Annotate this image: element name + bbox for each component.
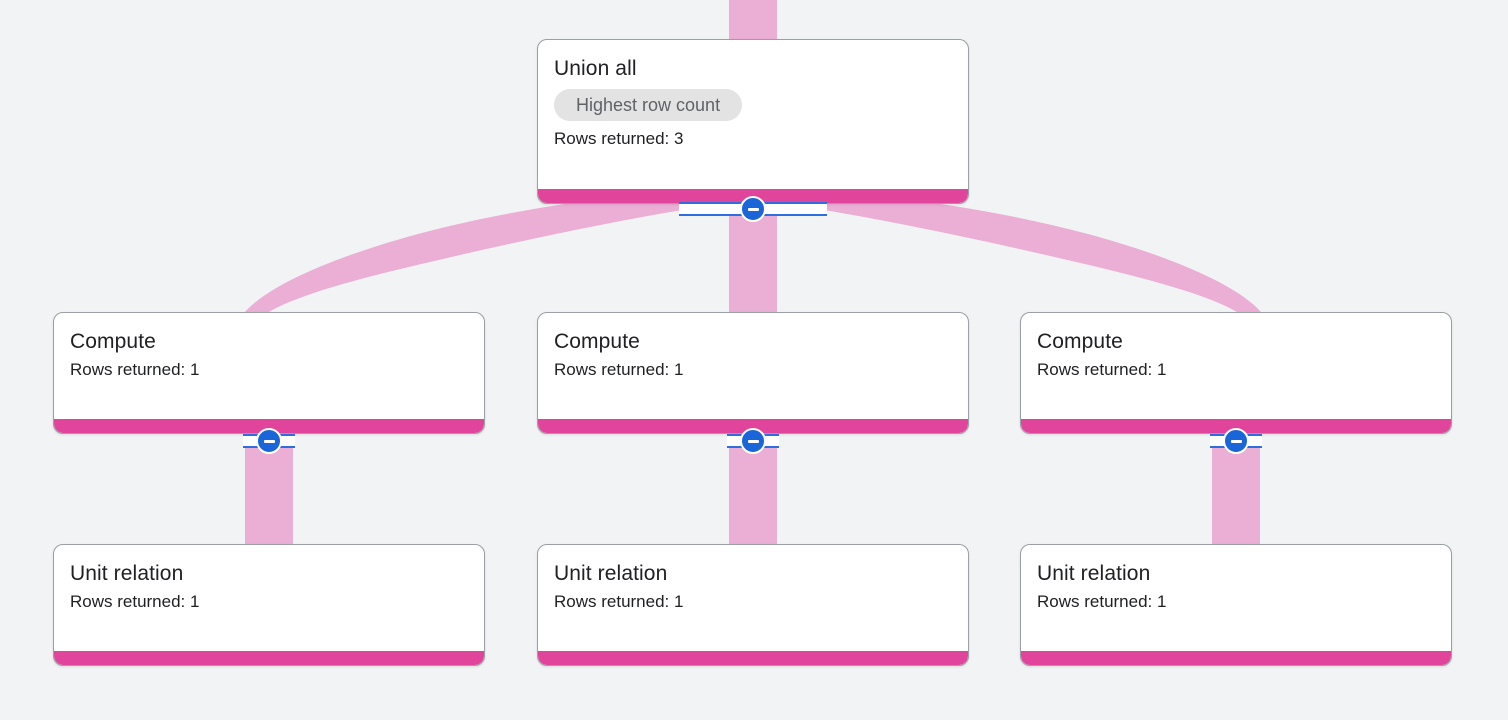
node-title: Compute [70,330,156,353]
node-compute-right[interactable]: Compute Rows returned: 1 [1020,312,1452,434]
node-unit-relation-left[interactable]: Unit relation Rows returned: 1 [53,544,485,666]
node-title: Union all [554,57,637,80]
node-status-bar [1021,419,1451,433]
minus-glyph [263,439,275,443]
minus-glyph [747,207,759,211]
node-title: Unit relation [554,562,668,585]
collapse-toggle-compute-left[interactable] [243,428,295,454]
node-title: Compute [1037,330,1123,353]
rows-returned-label: Rows returned: 1 [554,592,684,611]
minus-circle-icon[interactable] [740,196,766,222]
node-title: Unit relation [70,562,184,585]
collapse-toggle-compute-right[interactable] [1210,428,1262,454]
node-compute-left[interactable]: Compute Rows returned: 1 [53,312,485,434]
node-body: Union all Highest row count Rows returne… [538,40,968,189]
rows-returned-label: Rows returned: 1 [554,360,684,379]
node-body: Unit relation Rows returned: 1 [54,545,484,651]
minus-glyph [1230,439,1242,443]
collapse-toggle-union-all[interactable] [679,196,827,222]
minus-glyph [747,439,759,443]
status-badge: Highest row count [554,89,743,121]
node-status-bar [538,419,968,433]
node-status-bar [538,651,968,665]
node-body: Compute Rows returned: 1 [54,313,484,419]
node-union-all[interactable]: Union all Highest row count Rows returne… [537,39,969,204]
node-unit-relation-right[interactable]: Unit relation Rows returned: 1 [1020,544,1452,666]
node-body: Compute Rows returned: 1 [1021,313,1451,419]
rows-returned-label: Rows returned: 1 [1037,592,1167,611]
node-status-bar [1021,651,1451,665]
edge-union-to-compute-left [245,188,722,312]
minus-circle-icon[interactable] [740,428,766,454]
node-body: Unit relation Rows returned: 1 [538,545,968,651]
node-title: Unit relation [1037,562,1151,585]
rows-returned-label: Rows returned: 1 [70,592,200,611]
node-title: Compute [554,330,640,353]
node-status-bar [54,419,484,433]
minus-circle-icon[interactable] [256,428,282,454]
rows-returned-label: Rows returned: 3 [554,129,684,148]
node-body: Compute Rows returned: 1 [538,313,968,419]
collapse-toggle-compute-center[interactable] [727,428,779,454]
node-status-bar [54,651,484,665]
node-unit-relation-center[interactable]: Unit relation Rows returned: 1 [537,544,969,666]
minus-circle-icon[interactable] [1223,428,1249,454]
node-body: Unit relation Rows returned: 1 [1021,545,1451,651]
edge-top-into-union [729,0,777,39]
node-compute-center[interactable]: Compute Rows returned: 1 [537,312,969,434]
rows-returned-label: Rows returned: 1 [1037,360,1167,379]
edge-union-to-compute-right [784,188,1261,312]
rows-returned-label: Rows returned: 1 [70,360,200,379]
